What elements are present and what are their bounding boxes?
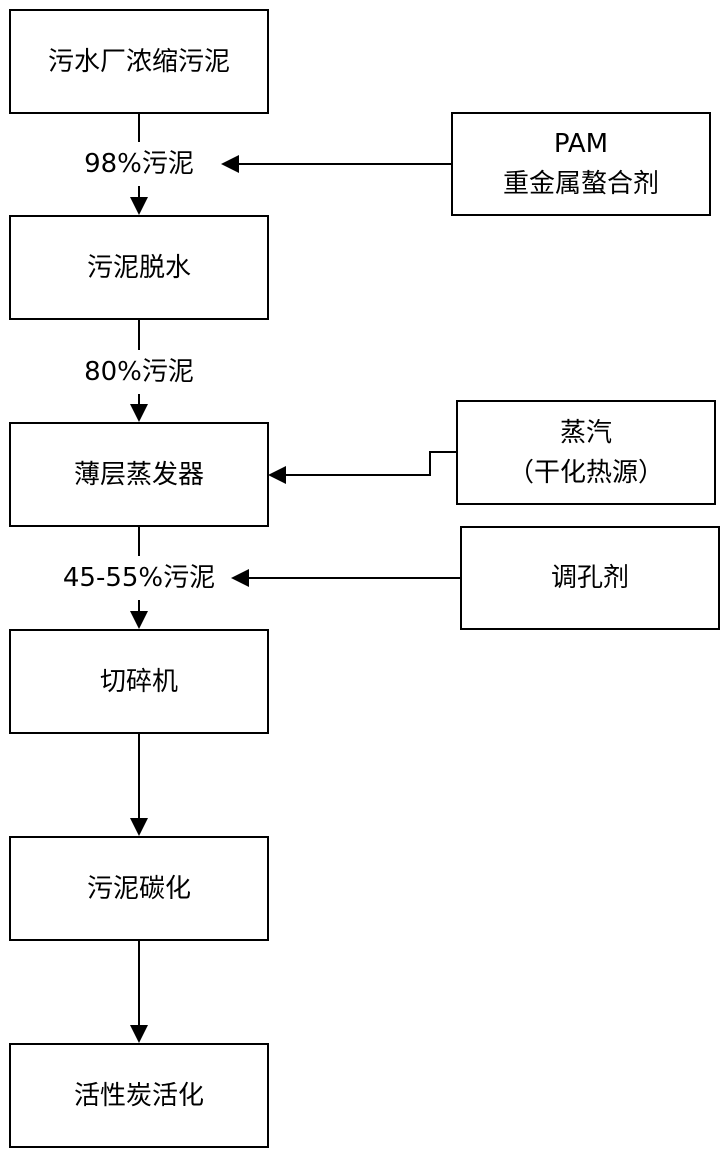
- node-activation-label: 活性炭活化: [74, 1081, 204, 1111]
- node-steam: 蒸汽 （干化热源）: [456, 400, 716, 505]
- arrowhead-to-dewatering: [130, 197, 148, 215]
- node-evaporator: 薄层蒸发器: [9, 422, 269, 527]
- connector-steam-to-evaporator: [285, 451, 457, 476]
- arrowhead-pore-agent: [231, 569, 249, 587]
- edge-label-45-55-sludge: 45-55%污泥: [63, 563, 215, 593]
- node-shredder: 切碎机: [9, 629, 269, 734]
- node-steam-line1: 蒸汽: [560, 418, 612, 448]
- arrowhead-to-activation: [130, 1025, 148, 1043]
- node-additive-pam: PAM 重金属螯合剂: [451, 112, 711, 216]
- node-pore-agent: 调孔剂: [460, 526, 720, 630]
- edge-label-98-sludge: 98%污泥: [84, 149, 194, 179]
- node-activation: 活性炭活化: [9, 1043, 269, 1148]
- node-steam-line2: （干化热源）: [508, 458, 664, 488]
- arrowhead-to-evaporator: [130, 404, 148, 422]
- node-pore-agent-label: 调孔剂: [551, 563, 629, 593]
- node-sludge-source-label: 污水厂浓缩污泥: [48, 47, 230, 77]
- edge-label-80-sludge: 80%污泥: [84, 357, 194, 387]
- node-dewatering: 污泥脱水: [9, 215, 269, 320]
- node-dewatering-label: 污泥脱水: [87, 253, 191, 283]
- node-shredder-label: 切碎机: [100, 667, 178, 697]
- node-evaporator-label: 薄层蒸发器: [74, 460, 204, 490]
- node-carbonization: 污泥碳化: [9, 836, 269, 941]
- arrowhead-to-shredder: [130, 611, 148, 629]
- arrowhead-pam: [221, 155, 239, 173]
- arrowhead-to-carbonization: [130, 818, 148, 836]
- node-sludge-source: 污水厂浓缩污泥: [9, 9, 269, 114]
- arrowhead-steam: [268, 466, 286, 484]
- node-additive-pam-line1: PAM: [554, 129, 608, 159]
- node-additive-pam-line2: 重金属螯合剂: [503, 169, 659, 199]
- node-carbonization-label: 污泥碳化: [87, 874, 191, 904]
